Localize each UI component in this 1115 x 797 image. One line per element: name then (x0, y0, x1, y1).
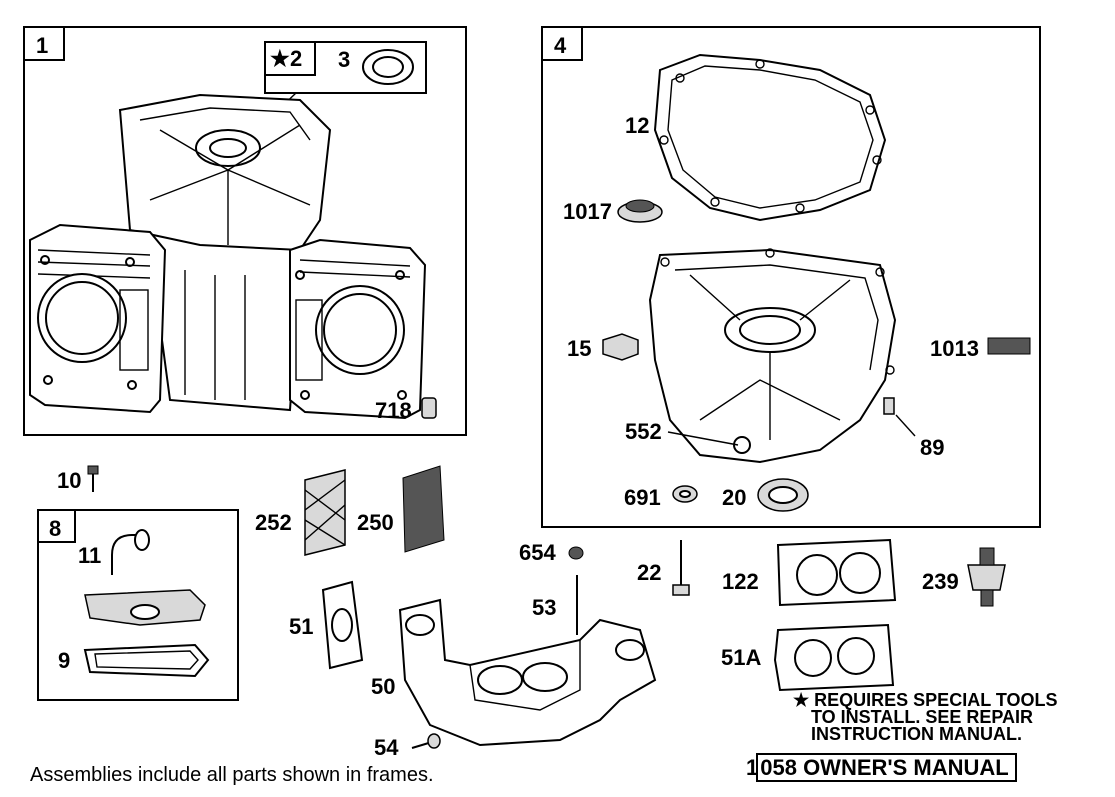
label-15: 15 (567, 336, 591, 361)
label-691: 691 (624, 485, 661, 510)
frame-8-number: 8 (49, 516, 61, 541)
star-box-number: 2 (290, 46, 302, 71)
label-9: 9 (58, 648, 70, 673)
label-54: 54 (374, 735, 399, 760)
gasket-250 (402, 465, 445, 553)
crankcase-gasket-12 (653, 53, 887, 222)
frame-8: 8 11 9 (37, 509, 239, 701)
label-53: 53 (532, 595, 556, 620)
footer-assemblies-note: Assemblies include all parts shown in fr… (30, 764, 434, 786)
note-line-3: INSTRUCTION MANUAL. (811, 724, 1022, 744)
frame-4-number: 4 (554, 33, 567, 58)
label-51A: 51A (721, 645, 761, 670)
breather-tube-11 (111, 534, 142, 575)
dowel-89 (883, 397, 895, 415)
dowel-718 (421, 397, 437, 419)
star-box-symbol: ★ (270, 46, 290, 71)
label-654: 654 (519, 540, 556, 565)
screw-10 (87, 465, 99, 475)
manual-prefix: 1 (746, 755, 759, 780)
owners-manual-label: 1058 OWNER'S MANUAL (746, 753, 1017, 782)
note-star-icon: ★ (793, 690, 810, 710)
label-89: 89 (920, 435, 944, 460)
label-122: 122 (722, 569, 759, 594)
drain-plug-15 (602, 333, 639, 361)
label-552: 552 (625, 419, 662, 444)
note-line-2: TO INSTALL. SEE REPAIR (811, 707, 1034, 727)
seal-ring-3 (362, 49, 414, 85)
exhaust-manifold-50 (398, 598, 657, 747)
label-1017: 1017 (563, 199, 612, 224)
label-3: 3 (338, 47, 350, 72)
label-252: 252 (255, 510, 292, 535)
special-tools-note: ★ REQUIRES SPECIAL TOOLS TO INSTALL. SEE… (793, 690, 1058, 744)
note-line-1: REQUIRES SPECIAL TOOLS (814, 690, 1058, 710)
label-11: 11 (78, 543, 101, 568)
label-22: 22 (637, 560, 661, 585)
label-51: 51 (289, 614, 313, 639)
label-239: 239 (922, 569, 959, 594)
crankcase-cylinder-assembly (29, 93, 427, 420)
exhaust-gasket-51 (321, 580, 364, 670)
label-718: 718 (375, 398, 412, 423)
label-250: 250 (357, 510, 394, 535)
breather-gasket-9 (83, 643, 210, 678)
manual-boxed-text: 058 OWNER'S MANUAL (756, 753, 1017, 782)
label-50: 50 (371, 674, 395, 699)
crankcase-cover (648, 248, 897, 464)
frame-1: 1 ★ 2 3 (23, 26, 467, 436)
intake-gasket-51A (773, 623, 895, 692)
frame-4: 4 12 1017 15 1013 552 89 (541, 26, 1041, 528)
label-1013: 1013 (930, 336, 979, 361)
frame-1-number: 1 (36, 33, 48, 58)
label-20: 20 (722, 485, 746, 510)
label-10: 10 (57, 468, 81, 493)
label-12: 12 (625, 113, 649, 138)
gasket-252 (304, 469, 346, 556)
oil-pressure-switch-239 (967, 564, 1006, 591)
screw-1013 (987, 337, 1031, 355)
nut-654 (568, 546, 584, 560)
